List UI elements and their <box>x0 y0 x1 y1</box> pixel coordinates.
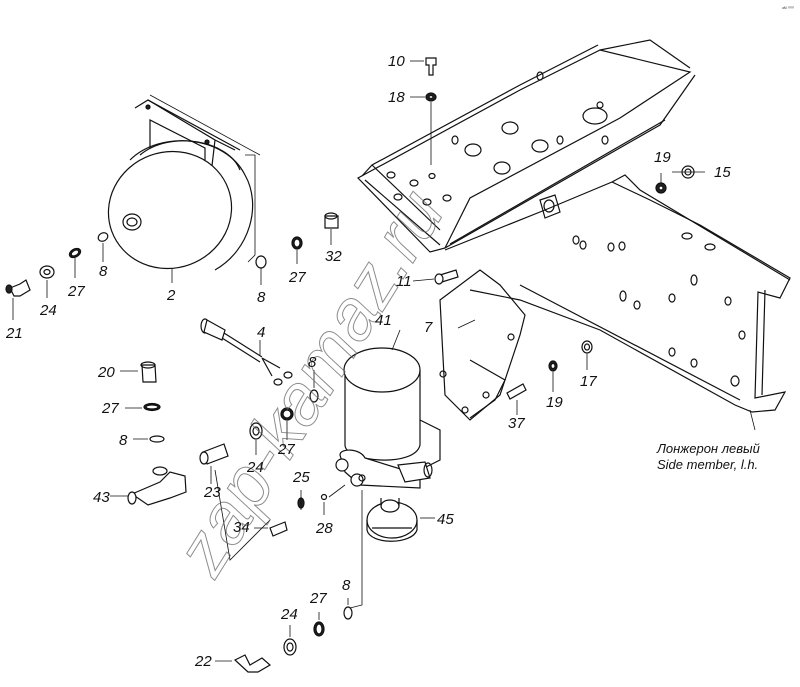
callout-32: 32 <box>325 248 342 265</box>
callout-24: 24 <box>281 606 298 623</box>
callout-43: 43 <box>93 489 110 506</box>
air-receiver <box>107 94 261 271</box>
callout-34: 34 <box>233 519 250 536</box>
callout-27: 27 <box>68 283 85 300</box>
small-parts <box>5 57 695 673</box>
callout-8: 8 <box>257 289 266 306</box>
callout-27: 27 <box>289 269 306 286</box>
callout-27: 27 <box>310 590 327 607</box>
callout-21: 21 <box>6 325 23 342</box>
callout-11: 11 <box>396 273 412 290</box>
callout-8: 8 <box>119 432 128 449</box>
bracket <box>439 269 526 421</box>
callout-27: 27 <box>102 400 119 417</box>
callout-23: 23 <box>204 484 221 501</box>
callout-15: 15 <box>714 164 731 181</box>
callout-8: 8 <box>308 354 317 371</box>
callout-8: 8 <box>342 577 351 594</box>
side-member-note-ru: Лонжерон левый <box>657 441 760 456</box>
callout-4: 4 <box>257 324 266 341</box>
callout-10: 10 <box>388 53 405 70</box>
callout-19: 19 <box>546 394 563 411</box>
corner-mark: ᵃᴹ ⁰⁰⁰ <box>782 6 794 12</box>
callout-19: 19 <box>654 149 671 166</box>
cross-member <box>357 39 696 253</box>
callout-24: 24 <box>247 459 264 476</box>
callout-27: 27 <box>278 441 295 458</box>
callout-25: 25 <box>293 469 310 486</box>
callout-22: 22 <box>195 653 212 670</box>
air-dryer <box>335 347 441 489</box>
side-member <box>444 174 791 413</box>
callout-24: 24 <box>40 302 57 319</box>
callout-28: 28 <box>316 520 333 537</box>
callout-7: 7 <box>424 319 433 336</box>
side-member-note-en: Side member, l.h. <box>657 457 759 473</box>
callout-17: 17 <box>580 373 597 390</box>
callout-18: 18 <box>388 89 405 106</box>
leader-lines <box>12 60 756 662</box>
callout-41: 41 <box>375 312 392 329</box>
callout-8: 8 <box>99 263 108 280</box>
callout-45: 45 <box>437 511 454 528</box>
callout-20: 20 <box>98 364 115 381</box>
heater-cable <box>200 318 293 386</box>
callout-37: 37 <box>508 415 525 432</box>
silencer <box>366 498 418 542</box>
callout-2: 2 <box>167 287 176 304</box>
side-member-note: Лонжерон левый Side member, l.h. <box>657 441 760 474</box>
